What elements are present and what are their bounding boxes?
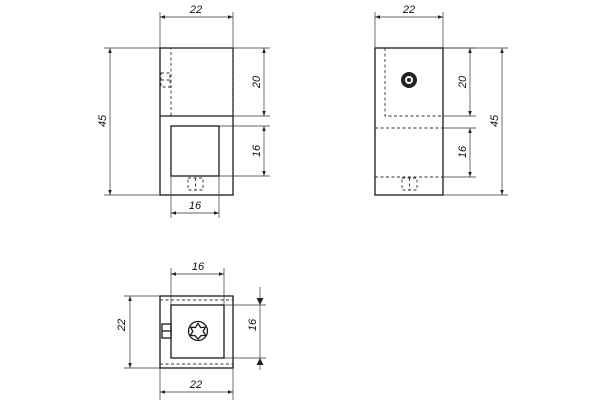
side-nut-hole-icon — [401, 72, 417, 88]
front-hidden-screw-bottom — [187, 177, 204, 191]
front-dim-opening-width: 16 — [189, 200, 202, 212]
top-dim-depth: 22 — [116, 319, 128, 332]
top-dim-width-bottom: 22 — [189, 379, 202, 391]
front-dim-upper-height: 20 — [251, 75, 263, 89]
side-dim-width-top: 22 — [402, 4, 415, 16]
front-dim-width-top: 22 — [189, 4, 202, 16]
top-dim-inner-height: 16 — [247, 318, 259, 331]
front-view: 22 45 20 16 16 — [97, 4, 270, 218]
side-dim-lower-height: 16 — [457, 145, 469, 158]
top-screw-stub — [161, 323, 172, 339]
top-view: 16 22 16 22 — [116, 261, 266, 400]
top-outline — [159, 295, 234, 369]
top-dim-opening-width: 16 — [192, 261, 205, 273]
side-dim-height-total: 45 — [489, 114, 501, 127]
side-view: 22 20 45 16 — [374, 4, 508, 196]
top-inner-square — [170, 304, 225, 359]
side-outline — [374, 47, 444, 196]
front-hidden-cavity — [170, 47, 234, 117]
front-hidden-screw-left — [160, 72, 171, 88]
front-outline — [159, 47, 234, 196]
front-dim-lower-height: 16 — [251, 144, 263, 157]
front-dim-height-total: 45 — [97, 114, 109, 127]
side-dim-upper-height: 20 — [457, 75, 469, 89]
side-hidden-screw-bottom — [401, 177, 418, 191]
side-hidden-cavity — [384, 48, 443, 117]
top-torx-socket-icon — [187, 320, 209, 342]
front-square-opening — [170, 125, 220, 177]
